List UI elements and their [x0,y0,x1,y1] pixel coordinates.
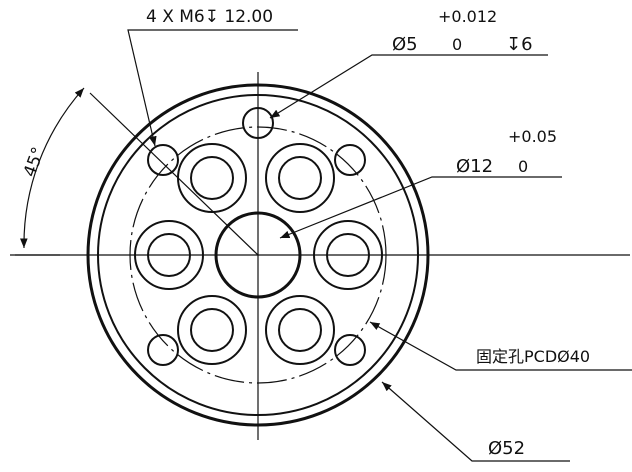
outer-diameter-leader [381,381,570,462]
pin-zero-text: 0 [452,35,462,54]
threaded-hole [334,144,366,176]
counterbore-holes [134,143,383,365]
angle-arc [20,87,85,249]
threaded-hole [147,334,179,366]
bore-tolerance-text: +0.05 [508,127,557,146]
outer-inner-circle [97,94,419,416]
counterbore-hole [313,220,383,290]
pcd-label-text: 固定孔PCDØ40 [476,347,590,366]
center-bore [214,211,302,299]
diagonal-reference-line [89,92,259,256]
counterbore-hole [265,295,335,365]
pin-hole [242,107,274,139]
angle-text: 45° [20,145,49,180]
pin-tolerance-text: +0.012 [438,7,497,26]
pcd-circle [129,126,387,384]
pin-diameter-text: Ø5 [392,34,418,55]
counterbore-hole [134,220,204,290]
pin-leader [269,54,548,119]
pcd-leader [369,321,632,371]
threaded-hole [147,144,179,176]
outer-circle [86,83,430,427]
bore-diameter-text: Ø12 [456,156,493,177]
bore-leader [279,176,562,239]
thread-callout-text: 4 X M6↧ 12.00 [146,7,273,27]
counterbore-hole [265,143,335,213]
thread-leader [127,29,298,147]
threaded-hole [334,334,366,366]
threaded-holes [147,144,366,366]
counterbore-hole [177,295,247,365]
outer-diameter-text: Ø52 [488,438,525,459]
counterbore-hole [177,143,247,213]
bore-zero-text: 0 [518,157,528,176]
pin-depth-text: ↧6 [506,34,533,55]
